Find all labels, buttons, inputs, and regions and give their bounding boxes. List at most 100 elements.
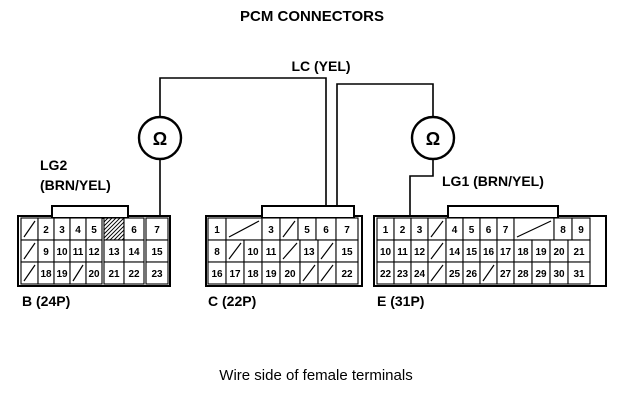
wire-label-lc: LC (YEL) [291, 58, 350, 74]
terminal-number: 11 [397, 247, 408, 258]
terminal-number: 9 [578, 225, 584, 236]
terminal-number: 1 [383, 225, 389, 236]
terminal-20 [85, 261, 103, 285]
empty-cavity-slash [23, 242, 36, 260]
terminal-22 [123, 261, 145, 285]
terminal-number: 5 [91, 225, 97, 236]
empty-cavity-slash [320, 242, 334, 260]
terminal-number: 7 [154, 225, 160, 236]
wire-label-lg2-color: (BRN/YEL) [40, 177, 111, 193]
terminal-number: 12 [88, 247, 100, 258]
terminal-number: 19 [535, 247, 547, 258]
caption: Wire side of female terminals [219, 367, 412, 384]
terminal-number: 15 [151, 247, 163, 258]
terminal-number: 1 [214, 225, 220, 236]
terminal-number: 29 [535, 269, 547, 280]
terminal-31 [567, 261, 591, 285]
connector-c-label: C (22P) [208, 293, 256, 309]
connector-e-label: E (31P) [377, 293, 424, 309]
terminal-number: 22 [341, 269, 353, 280]
empty-cavity-slash [228, 220, 260, 238]
terminal-number: 20 [553, 247, 565, 258]
empty-cavity-slash [302, 264, 316, 282]
terminal-number: 14 [449, 247, 461, 258]
terminal-number: 17 [229, 269, 241, 280]
terminal-number: 18 [247, 269, 259, 280]
empty-cavity-slash [430, 264, 444, 282]
terminal-number: 5 [469, 225, 475, 236]
terminal-number: 20 [88, 269, 100, 280]
terminal-number: 14 [128, 247, 140, 258]
terminal-number: 16 [483, 247, 495, 258]
wire-label-lg1: LG1 (BRN/YEL) [442, 173, 544, 189]
terminal-number: 10 [56, 247, 68, 258]
terminal-number: 28 [517, 269, 529, 280]
terminal-number: 7 [344, 225, 350, 236]
terminal-number: 10 [380, 247, 392, 258]
empty-cavity-slash [430, 220, 444, 238]
connector-b-label: B (24P) [22, 293, 70, 309]
empty-cavity-slash [228, 242, 242, 260]
terminal-number: 4 [75, 225, 81, 236]
terminal-number: 23 [397, 269, 409, 280]
empty-cavity-slash [282, 242, 298, 260]
terminal-number: 10 [247, 247, 259, 258]
terminal-number: 21 [573, 247, 585, 258]
connector-latch [447, 205, 559, 219]
terminal-number: 8 [214, 247, 220, 258]
terminal-number: 17 [500, 247, 512, 258]
ohmmeter-left-icon: Ω [137, 115, 183, 161]
terminal-23 [145, 261, 169, 285]
terminal-number: 18 [40, 269, 52, 280]
terminal-number: 3 [417, 225, 423, 236]
terminal-number: 22 [380, 269, 392, 280]
empty-cavity-slash [482, 264, 495, 282]
wiring [159, 77, 434, 218]
terminal-number: 24 [414, 269, 426, 280]
terminal-number: 19 [265, 269, 277, 280]
ohmmeter-right-icon: Ω [410, 115, 456, 161]
terminal-number: 31 [573, 269, 585, 280]
terminal-number: 8 [560, 225, 566, 236]
terminal-number: 23 [151, 269, 163, 280]
terminal-number: 4 [452, 225, 458, 236]
terminal-number: 3 [268, 225, 274, 236]
terminal-number: 6 [131, 225, 137, 236]
empty-cavity-slash [430, 242, 444, 260]
terminal-number: 20 [284, 269, 296, 280]
terminal-number: 19 [56, 269, 68, 280]
svg-text:Ω: Ω [153, 129, 167, 149]
terminal-number: 15 [466, 247, 478, 258]
terminal-number: 25 [449, 269, 461, 280]
terminal-number: 11 [73, 247, 84, 258]
terminal-number: 2 [400, 225, 406, 236]
connector-latch [51, 205, 129, 219]
terminal-number: 2 [43, 225, 49, 236]
terminal-22 [335, 261, 359, 285]
terminal-number: 5 [304, 225, 310, 236]
terminal-number: 26 [466, 269, 478, 280]
terminal-number: 13 [303, 247, 315, 258]
terminal-number: 16 [211, 269, 223, 280]
terminal-number: 22 [128, 269, 140, 280]
terminal-number: 6 [486, 225, 492, 236]
diagram-title: PCM CONNECTORS [240, 8, 384, 25]
empty-cavity-slash [23, 220, 36, 238]
connector-latch [261, 205, 355, 219]
terminal-number: 21 [108, 269, 120, 280]
terminal-number: 6 [323, 225, 329, 236]
empty-cavity-slash [516, 220, 552, 238]
wire-label-lg2-name: LG2 [40, 157, 67, 173]
terminal-number: 3 [59, 225, 65, 236]
terminal-number: 30 [553, 269, 565, 280]
terminal-number: 18 [517, 247, 529, 258]
terminal-number: 15 [341, 247, 353, 258]
empty-cavity-slash [320, 264, 334, 282]
empty-cavity-slash [282, 220, 296, 238]
empty-cavity-slash [23, 264, 36, 282]
terminal-number: 9 [43, 247, 49, 258]
